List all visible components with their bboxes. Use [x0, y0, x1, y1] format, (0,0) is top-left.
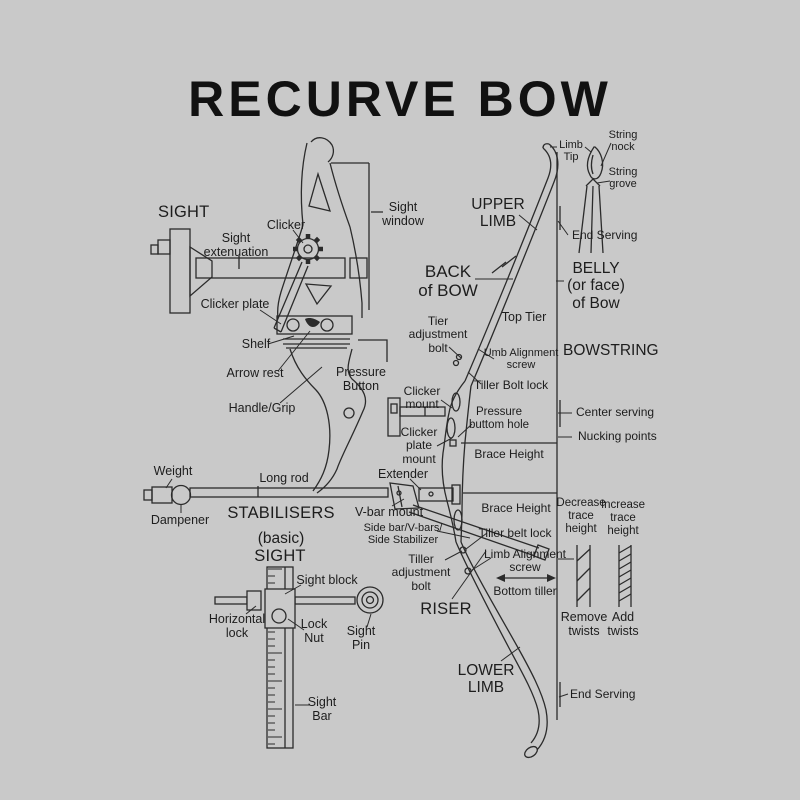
label-bowstring: BOWSTRING [563, 342, 659, 359]
label-clicker-plate: Clicker plate [200, 297, 270, 311]
label-lock-nut: Lock Nut [300, 617, 328, 645]
label-decrease-trace-height: Decrease trace height [556, 497, 606, 535]
stabiliser-drawing [143, 478, 550, 561]
label-end-serving-top: End Serving [572, 228, 638, 242]
label-extender: Extender [377, 467, 429, 481]
label-sight-extension: Sight extenuation [203, 231, 269, 259]
label-weight: Weight [153, 464, 193, 478]
label-end-serving-bottom: End Serving [570, 687, 636, 701]
label-clicker-plate-mount: Clicker plate mount [400, 425, 438, 466]
basic-sight-drawing [214, 566, 384, 749]
label-belly-of-bow: BELLY (or face) of Bow [567, 260, 625, 312]
label-side-bar: Side bar/V-bars/ Side Stabilizer [363, 522, 443, 547]
riser-front-drawing [150, 137, 388, 494]
label-tiller-belt-lock: Tiller belt lock [478, 526, 552, 540]
label-lower-limb: LOWER LIMB [457, 662, 515, 697]
label-brace-height-upper: Brace Height [474, 447, 544, 461]
label-tiller-adjustment-bolt: Tiller adjustment bolt [391, 552, 451, 593]
label-arrow-rest: Arrow rest [226, 366, 284, 380]
label-sight-pin: Sight Pin [346, 624, 376, 652]
label-shelf: Shelf [241, 337, 271, 351]
label-string-grove: String grove [608, 166, 638, 191]
label-tier-adjustment-bolt: Tier adjustment bolt [408, 314, 468, 355]
label-riser: RISER [420, 600, 472, 618]
label-center-serving: Center serving [576, 405, 655, 419]
label-sight-bar: Sight Bar [307, 695, 337, 723]
label-dampener: Dampener [150, 513, 210, 527]
label-top-tier: Top Tier [501, 310, 547, 324]
label-brace-height-lower: Brace Height [481, 501, 551, 515]
label-long-rod: Long rod [259, 471, 309, 485]
label-increase-trace-height: Increase trace height [600, 499, 646, 537]
label-umb-alignment-screw: Umb Alignment screw [483, 347, 559, 372]
limb-tip-detail-drawing [550, 142, 612, 254]
label-back-of-bow: BACK of BOW [418, 262, 478, 301]
label-pressure-button: Pressure Button [335, 365, 387, 393]
label-remove-twists: Remove twists [560, 610, 608, 638]
label-add-twists: Add twists [607, 610, 639, 638]
label-clicker-mount: Clicker mount [403, 384, 441, 412]
label-string-nock: String nock [608, 129, 638, 154]
label-clicker: Clicker [266, 218, 306, 232]
label-tiller-bolt-lock: Tiller Bolt lock [473, 378, 549, 392]
label-limb-alignment-screw: Limb Alignment screw [483, 547, 567, 575]
label-limb-tip: Limb Tip [559, 139, 583, 164]
page-title: RECURVE BOW [188, 71, 612, 127]
label-v-bar-mount: V-bar mount [354, 505, 424, 519]
label-upper-limb: UPPER LIMB [471, 196, 525, 231]
label-sight-block: Sight block [296, 573, 358, 587]
bow-side-drawing [387, 143, 574, 759]
twist-diagrams-drawing [576, 545, 632, 607]
label-sight-window: Sight window [382, 200, 424, 228]
label-nucking-points: Nucking points [578, 429, 657, 443]
label-basic: (basic) [257, 530, 305, 547]
label-horizontal-lock: Horizontal lock [208, 612, 266, 640]
label-stabilisers-heading: STABILISERS [227, 504, 335, 522]
label-pressure-buttom-hole: Pressure buttom hole [468, 406, 530, 431]
label-handle-grip: Handle/Grip [228, 401, 296, 415]
label-sight-heading: SIGHT [158, 203, 210, 221]
label-bottom-tiller: Bottom tiller [493, 584, 557, 598]
label-basic-sight-heading: SIGHT [254, 547, 306, 565]
